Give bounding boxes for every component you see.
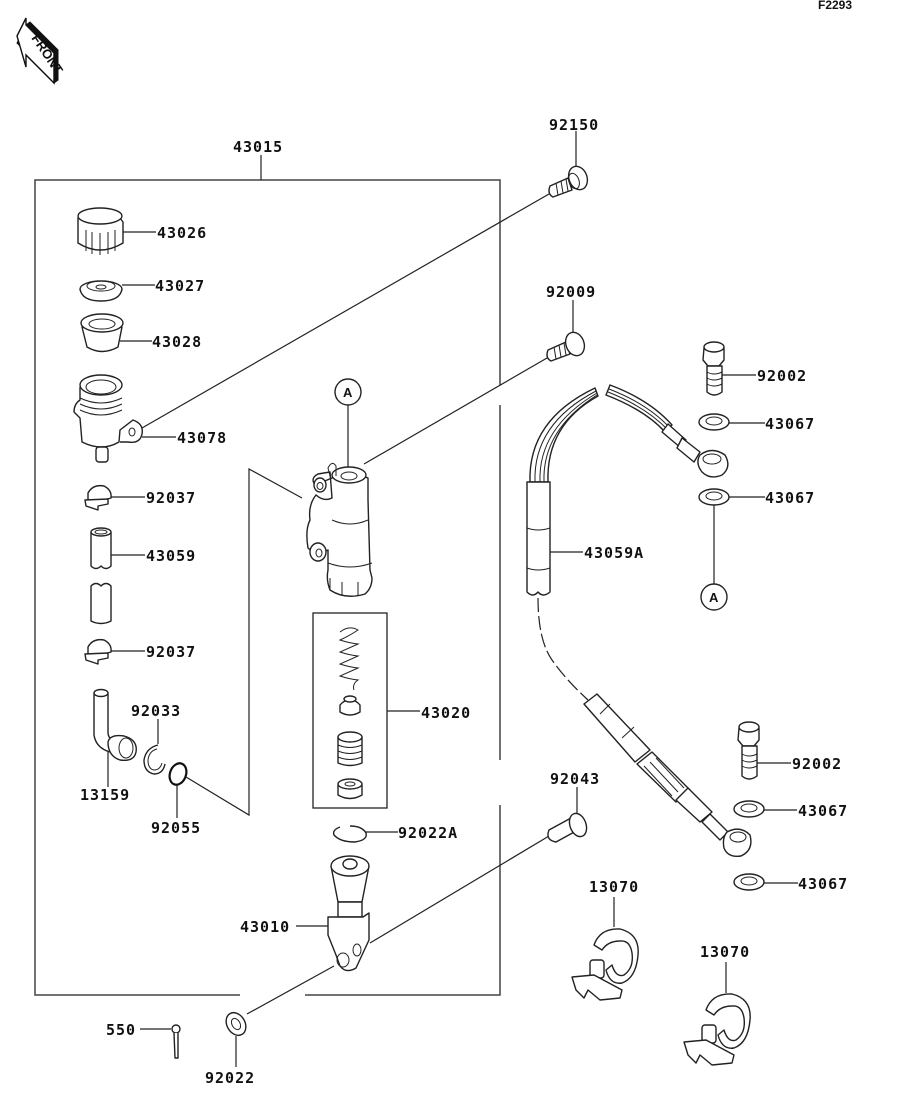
part-label-43010[interactable]: 43010 xyxy=(240,918,290,936)
part-92150[interactable]: 92150 xyxy=(141,116,599,429)
part-92002-upper[interactable]: 92002 xyxy=(702,341,807,396)
part-label-43067-b[interactable]: 43067 xyxy=(765,489,815,507)
part-label-92002-upper[interactable]: 92002 xyxy=(757,367,807,385)
part-13159[interactable]: 13159 xyxy=(80,688,137,805)
part-13070-b[interactable]: 13070 xyxy=(683,943,751,1066)
part-92037-upper[interactable]: 92037 xyxy=(84,484,196,511)
part-label-43026[interactable]: 43026 xyxy=(157,224,207,242)
part-43067-a[interactable]: 43067 xyxy=(698,413,815,433)
part-92009[interactable]: 92009 xyxy=(363,283,596,465)
part-13070-a[interactable]: 13070 xyxy=(571,878,639,1001)
part-92033[interactable]: 92033 xyxy=(131,702,181,775)
part-label-92022A[interactable]: 92022A xyxy=(398,824,458,842)
part-label-92043[interactable]: 92043 xyxy=(550,770,600,788)
part-label-92022[interactable]: 92022 xyxy=(205,1069,255,1087)
part-label-43027[interactable]: 43027 xyxy=(155,277,205,295)
part-label-43059[interactable]: 43059 xyxy=(146,547,196,565)
part-label-43067-a[interactable]: 43067 xyxy=(765,415,815,433)
part-92055[interactable]: 92055 xyxy=(151,467,303,837)
part-43059[interactable]: 43059 xyxy=(90,527,196,625)
part-label-43059A[interactable]: 43059A xyxy=(584,544,644,562)
assembly-frame-43015: 43015 xyxy=(34,138,501,996)
part-label-13070-b[interactable]: 13070 xyxy=(700,943,750,961)
part-43067-c[interactable]: 43067 xyxy=(733,800,848,820)
part-label-43015[interactable]: 43015 xyxy=(233,138,283,156)
part-label-92009[interactable]: 92009 xyxy=(546,283,596,301)
part-92037-lower[interactable]: 92037 xyxy=(84,638,196,665)
part-label-550[interactable]: 550 xyxy=(106,1021,136,1039)
part-43059A[interactable]: 43059A xyxy=(526,384,752,858)
part-43028[interactable]: 43028 xyxy=(80,313,202,353)
part-92043[interactable]: 92043 xyxy=(547,770,600,843)
part-92022[interactable]: 92022 xyxy=(205,1009,255,1087)
part-43020[interactable]: 43020 xyxy=(312,612,471,809)
part-43078[interactable]: 43078 xyxy=(73,374,227,463)
reference-marker-a-bottom: A xyxy=(709,590,719,605)
part-label-43067-c[interactable]: 43067 xyxy=(798,802,848,820)
diagram-code: F2293 xyxy=(818,0,852,12)
part-label-92055[interactable]: 92055 xyxy=(151,819,201,837)
front-arrow-icon: FRONT xyxy=(16,17,66,85)
part-label-92002-lower[interactable]: 92002 xyxy=(792,755,842,773)
part-43027[interactable]: 43027 xyxy=(79,277,205,302)
part-43067-d[interactable]: 43067 xyxy=(733,873,848,893)
part-43010[interactable]: 43010 xyxy=(240,835,550,1015)
part-label-43067-d[interactable]: 43067 xyxy=(798,875,848,893)
part-label-92037-upper[interactable]: 92037 xyxy=(146,489,196,507)
part-label-43028[interactable]: 43028 xyxy=(152,333,202,351)
reference-marker-a-top: A xyxy=(343,385,353,400)
part-43067-b[interactable]: 43067 A xyxy=(698,488,815,611)
part-92002-lower[interactable]: 92002 xyxy=(737,721,842,780)
part-label-43078[interactable]: 43078 xyxy=(177,429,227,447)
part-label-92150[interactable]: 92150 xyxy=(549,116,599,134)
part-label-92033[interactable]: 92033 xyxy=(131,702,181,720)
part-label-13070-a[interactable]: 13070 xyxy=(589,878,639,896)
part-92022A[interactable]: 92022A xyxy=(332,824,459,843)
part-550[interactable]: 550 xyxy=(106,1021,181,1059)
part-label-92037-lower[interactable]: 92037 xyxy=(146,643,196,661)
part-43026[interactable]: 43026 xyxy=(77,207,207,255)
master-cylinder-body: A xyxy=(306,378,373,597)
part-label-13159[interactable]: 13159 xyxy=(80,786,130,804)
part-label-43020[interactable]: 43020 xyxy=(421,704,471,722)
